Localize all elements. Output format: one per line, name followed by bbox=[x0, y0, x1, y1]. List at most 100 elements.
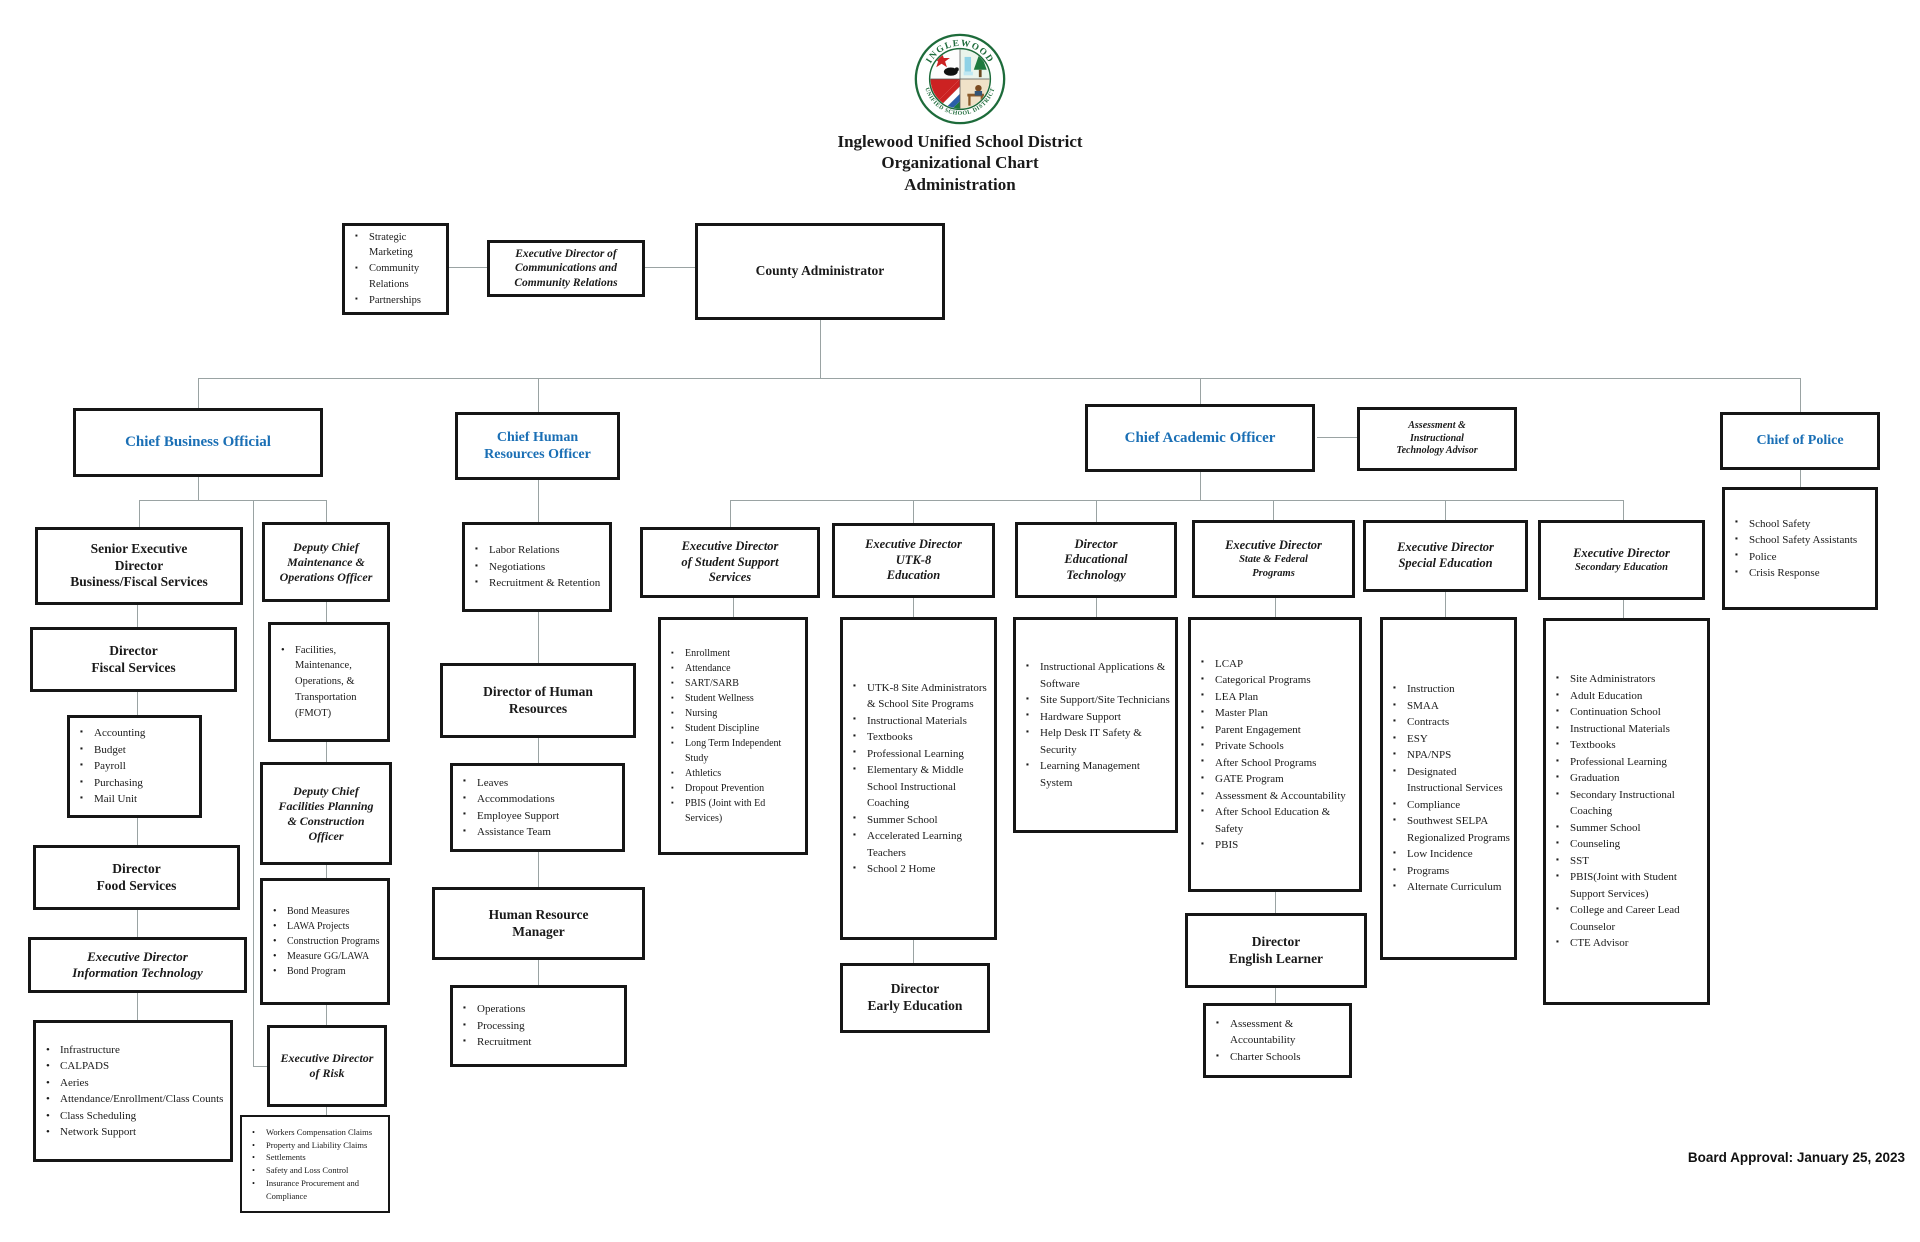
list-item: Mail Unit bbox=[79, 791, 145, 808]
list-item: English Learner bbox=[1228, 950, 1324, 966]
seal-bear-icon bbox=[943, 67, 958, 76]
connector-line bbox=[538, 612, 539, 663]
list-item: Graduation bbox=[1555, 770, 1703, 787]
list-item: PBIS(Joint with Student Support Services… bbox=[1555, 869, 1703, 902]
box-chief-business-official: Chief Business Official bbox=[73, 408, 323, 477]
connector-line bbox=[913, 500, 914, 523]
list-item: Attendance bbox=[670, 661, 801, 676]
list-item: Professional Learning bbox=[1555, 754, 1703, 771]
list-item: Safety and Loss Control bbox=[251, 1164, 384, 1177]
connector-line bbox=[198, 378, 199, 408]
list-item: Secondary Education bbox=[1574, 561, 1669, 573]
special-education-list: InstructionSMAAContractsESYNPA/NPSDesign… bbox=[1380, 617, 1517, 960]
list-item: School Safety Assistants bbox=[1734, 532, 1857, 549]
connector-line bbox=[137, 818, 138, 845]
list-item: Executive Director bbox=[1397, 540, 1494, 555]
seal-tree-icon bbox=[973, 51, 987, 70]
list-item: Director bbox=[890, 981, 940, 997]
list-item: Help Desk IT Safety & Security bbox=[1025, 725, 1171, 758]
list-item: Recruitment bbox=[462, 1034, 531, 1051]
list-item: Recruitment & Retention bbox=[474, 575, 600, 592]
list-item: Instructional Materials bbox=[1555, 721, 1703, 738]
list-item: Executive Director bbox=[280, 1051, 374, 1065]
list-item: Class Scheduling bbox=[45, 1108, 223, 1125]
list-item: Chief Human bbox=[496, 429, 579, 445]
connector-line bbox=[326, 865, 327, 878]
connector-line bbox=[137, 993, 138, 1020]
english-learner-list: Assessment & AccountabilityCharter Schoo… bbox=[1203, 1003, 1352, 1078]
list-item: Executive Director bbox=[681, 539, 779, 554]
district-seal-logo: INGLEWOOD UNIFIED SCHOOL DISTRICT bbox=[914, 33, 1006, 125]
list-item: Deputy Chief bbox=[293, 539, 359, 554]
list-item: Administration bbox=[904, 174, 1016, 194]
list-item: Executive Director bbox=[87, 948, 188, 964]
connector-line bbox=[820, 320, 821, 378]
connector-line bbox=[1800, 378, 1801, 412]
list-item: SMAA bbox=[1392, 698, 1510, 715]
seal-star-icon bbox=[933, 52, 950, 68]
connector-line bbox=[538, 378, 539, 412]
list-item: Measure GG/LAWA bbox=[272, 949, 380, 964]
connector-line bbox=[253, 500, 254, 1066]
connector-line bbox=[137, 910, 138, 937]
connector-line bbox=[326, 742, 327, 762]
list-item: PBIS bbox=[1200, 837, 1355, 854]
list-item: Purchasing bbox=[79, 775, 145, 792]
list-item: Chief Business Official bbox=[125, 434, 271, 451]
list-item: Educational bbox=[1064, 552, 1128, 567]
list-item: Master Plan bbox=[1200, 705, 1355, 722]
box-chief-of-police: Chief of Police bbox=[1720, 412, 1880, 470]
list-item: UTK-8 Site Administrators & School Site … bbox=[852, 680, 990, 713]
list-item: Technology bbox=[1066, 567, 1126, 582]
list-item: Professional Learning bbox=[852, 746, 990, 763]
list-item: Maintenance & bbox=[287, 554, 365, 569]
list-item: ESY bbox=[1392, 731, 1510, 748]
list-item: LCAP bbox=[1200, 656, 1355, 673]
list-item: Student Discipline bbox=[670, 721, 801, 736]
connector-line bbox=[1275, 988, 1276, 1003]
list-item: After School Programs bbox=[1200, 755, 1355, 772]
list-item: Instruction bbox=[1392, 681, 1510, 698]
list-item: Accounting bbox=[79, 725, 145, 742]
connector-line bbox=[1200, 378, 1201, 404]
list-item: Nursing bbox=[670, 706, 801, 721]
list-item: Summer School bbox=[1555, 820, 1703, 837]
connector-line bbox=[448, 267, 487, 268]
list-item: Student Wellness bbox=[670, 691, 801, 706]
connector-line bbox=[1623, 600, 1624, 618]
connector-line bbox=[538, 480, 539, 522]
list-item: Organizational Chart bbox=[881, 153, 1039, 173]
list-item: Counseling bbox=[1555, 836, 1703, 853]
leaves-accommodations-list: LeavesAccommodationsEmployee SupportAssi… bbox=[450, 763, 625, 852]
connector-line bbox=[1200, 472, 1201, 500]
list-item: Business/Fiscal Services bbox=[70, 574, 208, 590]
list-item: State & Federal bbox=[1239, 554, 1308, 566]
list-item: of Risk bbox=[309, 1066, 345, 1080]
seal-waterfall-icon bbox=[964, 56, 972, 72]
list-item: Negotiations bbox=[474, 559, 600, 576]
list-item: Programs bbox=[1252, 567, 1295, 579]
labor-relations-list: Labor RelationsNegotiationsRecruitment &… bbox=[462, 522, 612, 612]
list-item: Director bbox=[112, 860, 161, 876]
hr-operations-list: OperationsProcessingRecruitment bbox=[450, 985, 627, 1067]
state-federal-programs-list: LCAPCategorical ProgramsLEA PlanMaster P… bbox=[1188, 617, 1362, 892]
list-item: GATE Program bbox=[1200, 771, 1355, 788]
connector-line bbox=[137, 605, 138, 627]
connector-line bbox=[1317, 437, 1357, 438]
list-item: LAWA Projects bbox=[272, 919, 380, 934]
list-item: Director bbox=[114, 557, 164, 573]
list-item: Elementary & Middle School Instructional… bbox=[852, 762, 990, 812]
list-item: Leaves bbox=[462, 775, 559, 792]
